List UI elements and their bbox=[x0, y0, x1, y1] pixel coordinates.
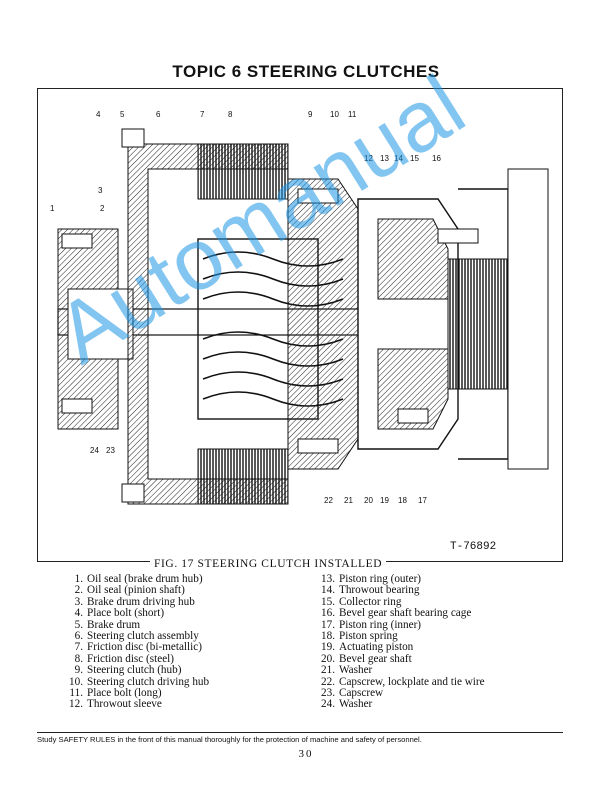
figure-caption: FIG. 17 STEERING CLUTCH INSTALLED bbox=[150, 558, 387, 570]
callout-1: 1 bbox=[50, 204, 55, 213]
legend-item: 16.Bevel gear shaft bearing cage bbox=[321, 607, 472, 620]
legend-item: 10.Steering clutch driving hub bbox=[69, 675, 210, 688]
footer-divider bbox=[37, 732, 563, 733]
legend-item: 12.Throwout sleeve bbox=[69, 698, 162, 711]
callout-3: 3 bbox=[98, 186, 103, 195]
legend-item: 14.Throwout bearing bbox=[321, 584, 420, 597]
steering-clutch-drawing: 1 2 3 4 5 6 7 8 9 10 11 12 13 14 15 16 1… bbox=[50, 110, 549, 505]
figure-frame: 1 2 3 4 5 6 7 8 9 10 11 12 13 14 15 16 1… bbox=[37, 88, 563, 562]
legend-item: 7.Friction disc (bi-metallic) bbox=[74, 641, 202, 654]
callout-10: 10 bbox=[330, 110, 339, 119]
legend-item: 19.Actuating piston bbox=[321, 641, 414, 654]
callout-5: 5 bbox=[120, 110, 125, 119]
legend-item: 13.Piston ring (outer) bbox=[321, 573, 422, 585]
legend-item: 18.Piston spring bbox=[321, 629, 398, 642]
legend-item: 17.Piston ring (inner) bbox=[321, 618, 422, 631]
figure-id: T-76892 bbox=[450, 541, 497, 553]
page-number: 30 bbox=[298, 748, 314, 760]
callout-8: 8 bbox=[228, 110, 233, 119]
callout-15: 15 bbox=[410, 154, 419, 163]
legend-item: 22.Capscrew, lockplate and tie wire bbox=[321, 675, 485, 688]
callout-13: 13 bbox=[380, 154, 389, 163]
legend-item: 3.Brake drum driving hub bbox=[74, 595, 195, 608]
legend-item: 4.Place bolt (short) bbox=[74, 607, 165, 620]
callout-24: 24 bbox=[90, 446, 99, 455]
safety-note: Study SAFETY RULES in the front of this … bbox=[37, 735, 422, 744]
legend-item: 1.Oil seal (brake drum hub) bbox=[74, 573, 203, 585]
callout-9: 9 bbox=[308, 110, 313, 119]
callout-23: 23 bbox=[106, 446, 115, 455]
legend-item: 21.Washer bbox=[321, 664, 373, 677]
callout-21: 21 bbox=[344, 496, 353, 505]
callout-17: 17 bbox=[418, 496, 427, 505]
callout-18: 18 bbox=[398, 496, 407, 505]
callout-16: 16 bbox=[432, 154, 441, 163]
callout-4: 4 bbox=[96, 110, 101, 119]
legend-item: 8.Friction disc (steel) bbox=[74, 652, 174, 665]
callout-7: 7 bbox=[200, 110, 205, 119]
legend-item: 5.Brake drum bbox=[74, 618, 141, 631]
legend-item: 24.Washer bbox=[321, 698, 373, 711]
callout-11: 11 bbox=[348, 110, 357, 119]
callout-19: 19 bbox=[380, 496, 389, 505]
callout-2: 2 bbox=[100, 204, 105, 213]
legend-item: 2.Oil seal (pinion shaft) bbox=[74, 584, 185, 597]
legend-left: 1.Oil seal (brake drum hub) 2.Oil seal (… bbox=[62, 573, 210, 711]
legend-item: 15.Collector ring bbox=[321, 595, 402, 608]
legend-item: 6.Steering clutch assembly bbox=[74, 629, 199, 642]
callout-6: 6 bbox=[156, 110, 161, 119]
page-title: TOPIC 6 STEERING CLUTCHES bbox=[172, 62, 440, 81]
callout-14: 14 bbox=[394, 154, 403, 163]
legend-item: 9.Steering clutch (hub) bbox=[74, 664, 182, 677]
legend-item: 20.Bevel gear shaft bbox=[321, 652, 412, 665]
callout-12: 12 bbox=[364, 154, 373, 163]
callout-22: 22 bbox=[324, 496, 333, 505]
legend-item: 23.Capscrew bbox=[321, 686, 384, 699]
legend-right: 13.Piston ring (outer) 14.Throwout beari… bbox=[314, 573, 485, 711]
legend-item: 11.Place bolt (long) bbox=[69, 686, 162, 699]
callout-20: 20 bbox=[364, 496, 373, 505]
